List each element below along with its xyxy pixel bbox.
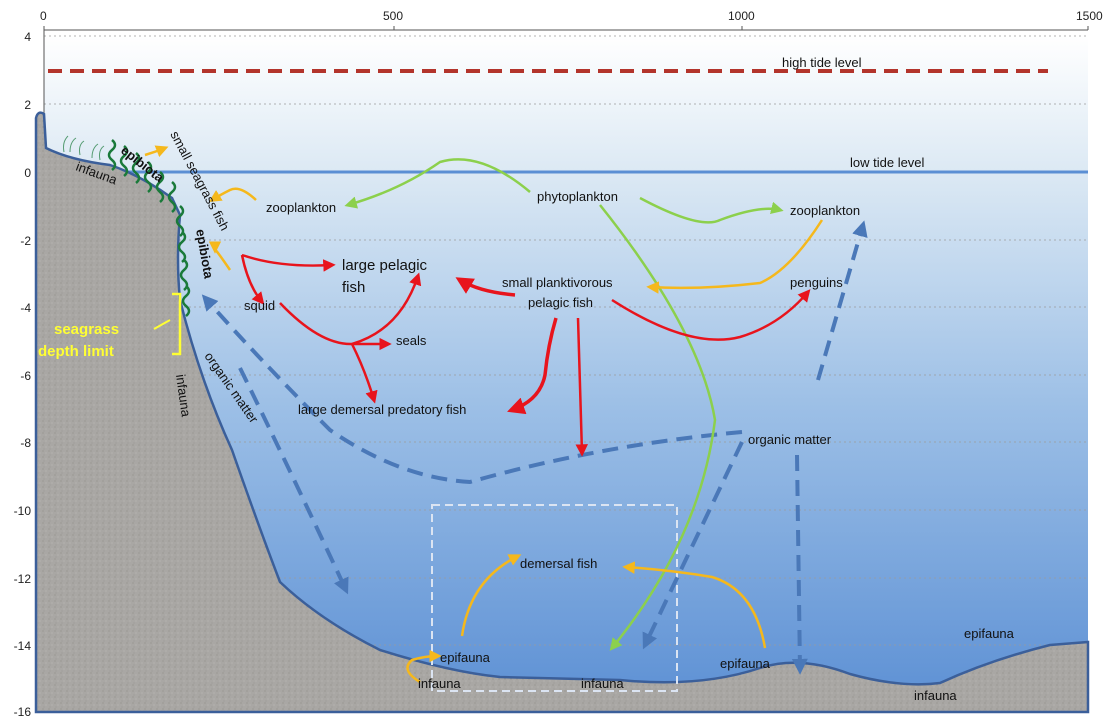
low-tide-label: low tide level [850,155,925,170]
y-tick-label: -6 [20,369,31,383]
seagrass-bed [107,139,191,317]
small-planktivorous-label-line2: pelagic fish [528,295,593,310]
zooplankton-left-label: zooplankton [266,200,336,215]
y-tick-label: -4 [20,301,31,315]
penguins-label: penguins [790,275,843,290]
infauna-mid-label: infauna [581,676,624,691]
y-tick-label: -16 [14,705,32,717]
seagrass-label-line1: seagrass [54,321,119,338]
epifauna-mid-label: epifauna [720,656,771,671]
demersal-fish-label: demersal fish [520,556,597,571]
y-tick-label: -2 [20,234,31,248]
high-tide-label: high tide level [782,55,862,70]
zooplankton-right-label: zooplankton [790,203,860,218]
benthic-arrows [144,145,824,684]
predation-arrows [240,253,811,457]
y-tick-label: -10 [14,504,32,518]
squid-label: squid [244,298,275,313]
x-tick-label: 1000 [728,9,755,23]
infauna-slope-label: infauna [173,373,194,418]
y-tick-label: 4 [24,30,31,44]
x-tick-label: 500 [383,9,403,23]
seagrass-bracket [172,292,182,356]
organic-matter-arrows [201,220,868,675]
seagrass-tufts [63,135,105,161]
organic-matter-right-label: organic matter [748,432,832,447]
x-tick-label: 0 [40,9,47,23]
y-tick-label: -8 [20,436,31,450]
epifauna-left-label: epifauna [440,650,491,665]
phytoplankton-label: phytoplankton [537,189,618,204]
y-tick-label: 0 [24,166,31,180]
seagrass-label-line2: depth limit [38,343,114,360]
y-tick-label: 2 [24,98,31,112]
epifauna-right-label: epifauna [964,626,1015,641]
y-tick-label: -14 [14,639,32,653]
infauna-right-label: infauna [914,688,957,703]
highlight-box [431,504,678,692]
y-tick-label: -12 [14,572,32,586]
infauna-left-label: infauna [418,676,461,691]
small-planktivorous-label-line1: small planktivorous [502,275,613,290]
large-pelagic-label-line1: large pelagic [342,257,428,274]
seagrass-pointer [153,319,171,330]
large-demersal-label: large demersal predatory fish [298,402,466,417]
seals-label: seals [396,333,427,348]
x-tick-label: 1500 [1076,9,1103,23]
large-pelagic-label-line2: fish [342,279,365,296]
grid [44,35,1088,646]
